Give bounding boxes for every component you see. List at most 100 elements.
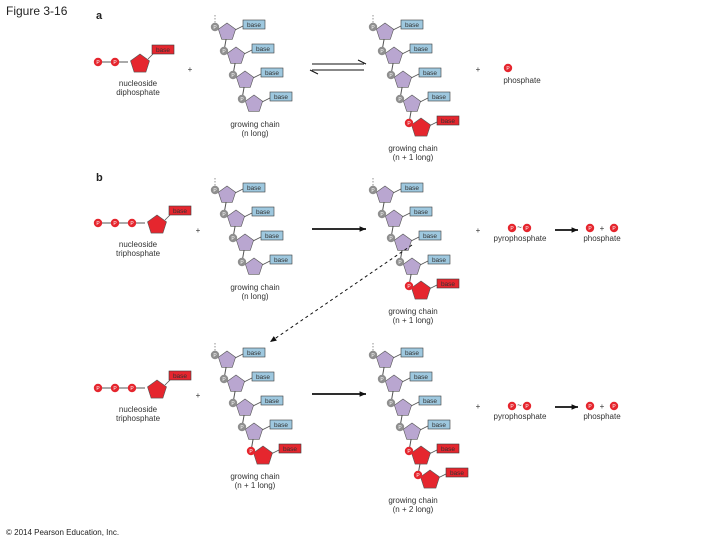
sugar-pentagon (394, 398, 412, 416)
base-box (251, 206, 275, 217)
sugar-pentagon (403, 422, 421, 440)
phosphate-label: P (240, 425, 244, 431)
phosphate-label: P (525, 226, 529, 232)
arrow-head (571, 227, 578, 233)
phosphate-icon (503, 63, 513, 73)
phosphate-icon (93, 218, 103, 228)
nucleotide-label: nucleoside (119, 79, 158, 88)
phosphate-icon (609, 223, 619, 233)
tilde: ~ (517, 401, 522, 410)
growing-chain-length: (n + 2 long) (393, 505, 434, 514)
growing-chain-length: (n long) (241, 129, 268, 138)
forward-arrow-b1 (312, 226, 366, 232)
phosphate-icon (237, 94, 247, 104)
sugar-pentagon (394, 70, 412, 88)
phosphate-icon (228, 70, 238, 80)
phosphate-label: P (389, 236, 393, 242)
phosphate-icon (377, 209, 387, 219)
base-label: base (441, 118, 455, 125)
phosphate-label: P (249, 449, 253, 455)
base-label: base (274, 257, 288, 264)
phosphate-label: P (510, 226, 514, 232)
base-box (400, 182, 424, 193)
base-label: base (423, 398, 437, 405)
phosphate-icon (110, 57, 120, 67)
base-label: base (441, 446, 455, 453)
base-label: base (432, 94, 446, 101)
sugar-pentagon (147, 214, 167, 234)
sugar-pentagon (236, 233, 254, 251)
plus-sign: + (600, 402, 605, 411)
new-nucleotide-sugar (411, 117, 431, 137)
base-label: base (450, 470, 464, 477)
phosphate-label: P (222, 212, 226, 218)
phosphate-icon (246, 446, 256, 456)
base-box (278, 443, 302, 454)
growing-chain-label: growing chain (388, 496, 437, 505)
sugar-pentagon (245, 94, 263, 112)
plus-sign: + (600, 224, 605, 233)
sugar-pentagon (403, 94, 421, 112)
base-box (418, 67, 442, 78)
phosphate-label: P (222, 377, 226, 383)
sugar-pentagon (245, 257, 263, 275)
phosphate-label: P (612, 226, 616, 232)
phosphate-label: P (130, 221, 134, 227)
reverse-arrow-head (309, 69, 319, 75)
base-box (151, 44, 175, 55)
nucleotide-label-line2: triphosphate (116, 249, 161, 258)
phosphate-label: P (588, 404, 592, 410)
base-label: base (441, 281, 455, 288)
sugar-pentagon (385, 374, 403, 392)
phosphate-icon (219, 374, 229, 384)
phosphate-icon (395, 94, 405, 104)
phosphate-label: P (380, 377, 384, 383)
phosphate-icon (522, 223, 532, 233)
base-box (418, 395, 442, 406)
phosphate-label: P (407, 284, 411, 290)
phosphate-icon (585, 223, 595, 233)
phosphate-icon (386, 398, 396, 408)
phosphate-icon (377, 46, 387, 56)
base-box (409, 371, 433, 382)
plus-sign-a1: + (188, 65, 193, 74)
sugar-pentagon (403, 257, 421, 275)
growing-chain-label: growing chain (388, 307, 437, 316)
base-box (242, 182, 266, 193)
phosphate-label: P (240, 97, 244, 103)
phosphate-label: P (588, 226, 592, 232)
phosphate-icon (93, 383, 103, 393)
new-nucleotide-sugar (411, 280, 431, 300)
base-box (436, 278, 460, 289)
new-nucleotide-sugar (253, 445, 273, 465)
base-label: base (432, 422, 446, 429)
phosphate-label: phosphate (583, 412, 621, 421)
base-box (427, 419, 451, 430)
arrow-head (571, 404, 578, 410)
arrow-head (359, 226, 366, 232)
phosphate-label: P (96, 221, 100, 227)
base-box (168, 370, 192, 381)
phosphate-label: P (371, 25, 375, 31)
phosphate-icon (413, 470, 423, 480)
phosphate-icon (404, 281, 414, 291)
base-label: base (274, 422, 288, 429)
plus-sign-b3: + (196, 391, 201, 400)
arrow-shaft (269, 244, 413, 343)
phosphate-label: P (506, 66, 510, 72)
phosphate-icon (127, 218, 137, 228)
growing-chain-length: (n + 1 long) (235, 481, 276, 490)
phosphate-label: P (113, 60, 117, 66)
phosphate-label: phosphate (503, 76, 541, 85)
phosphate-icon (377, 374, 387, 384)
base-box (260, 230, 284, 241)
base-label: base (173, 373, 187, 380)
base-box (409, 206, 433, 217)
base-box (260, 67, 284, 78)
